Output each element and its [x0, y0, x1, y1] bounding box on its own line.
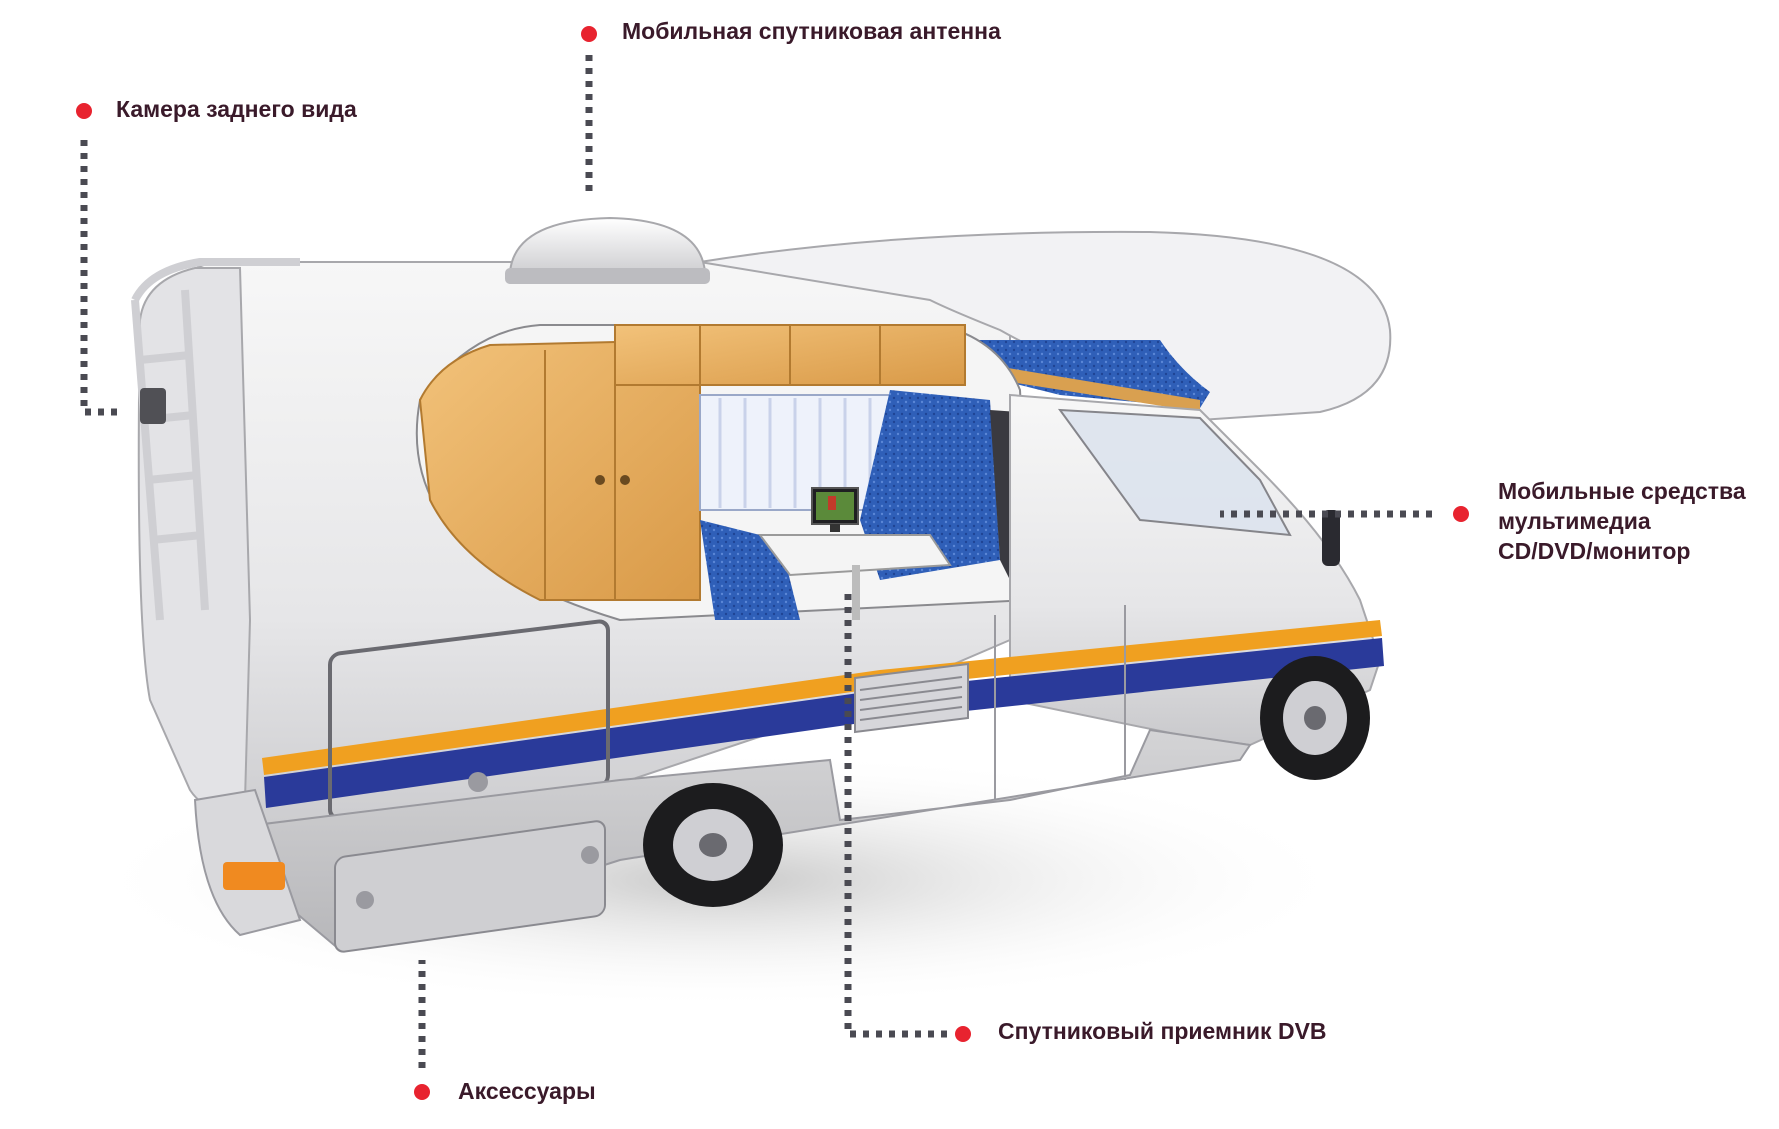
- label-multimedia: Мобильные средства мультимедиа CD/DVD/мо…: [1498, 476, 1746, 566]
- label-multimedia-line-1: Мобильные средства: [1498, 478, 1746, 504]
- front-wheel: [1260, 656, 1370, 780]
- stripe-blue: [264, 638, 1384, 808]
- alcove-bed-wood: [960, 360, 1200, 412]
- leader-rear-camera: [80, 140, 118, 416]
- leader-dvb: [844, 590, 947, 1038]
- label-multimedia-line-2: мультимедиа: [1498, 508, 1651, 534]
- leader-lines: [80, 55, 1432, 1068]
- dinette-table: [758, 534, 952, 577]
- marker-accessories: [414, 1084, 430, 1100]
- marker-rear-camera: [76, 103, 92, 119]
- lower-storage-box: [334, 820, 606, 953]
- marker-multimedia: [1453, 506, 1469, 522]
- label-dvb-receiver: Спутниковый приемник DVB: [998, 1018, 1327, 1044]
- stripe-orange: [262, 620, 1382, 775]
- marker-dvb: [955, 1026, 971, 1042]
- label-satellite-antenna: Мобильная спутниковая антенна: [622, 18, 1001, 44]
- rear-camera-icon: [140, 388, 166, 424]
- label-multimedia-line-3: CD/DVD/монитор: [1498, 538, 1691, 564]
- wardrobe: [418, 338, 701, 601]
- vent-grille: [854, 662, 969, 734]
- alcove: [699, 230, 1392, 422]
- windshield: [1057, 408, 1292, 537]
- rear-light-icon: [223, 862, 285, 890]
- satellite-dome-icon: [505, 216, 710, 284]
- label-accessories: Аксессуары: [458, 1078, 596, 1104]
- marker-antenna: [581, 26, 597, 42]
- side-mirror-icon: [1322, 510, 1340, 566]
- alcove-bed: [960, 340, 1210, 408]
- dinette-seat-right: [860, 390, 1000, 580]
- callout-markers: [76, 26, 1469, 1100]
- label-rear-camera: Камера заднего вида: [116, 96, 357, 122]
- monitor-icon: [811, 487, 859, 532]
- rear-wheel: [643, 783, 783, 907]
